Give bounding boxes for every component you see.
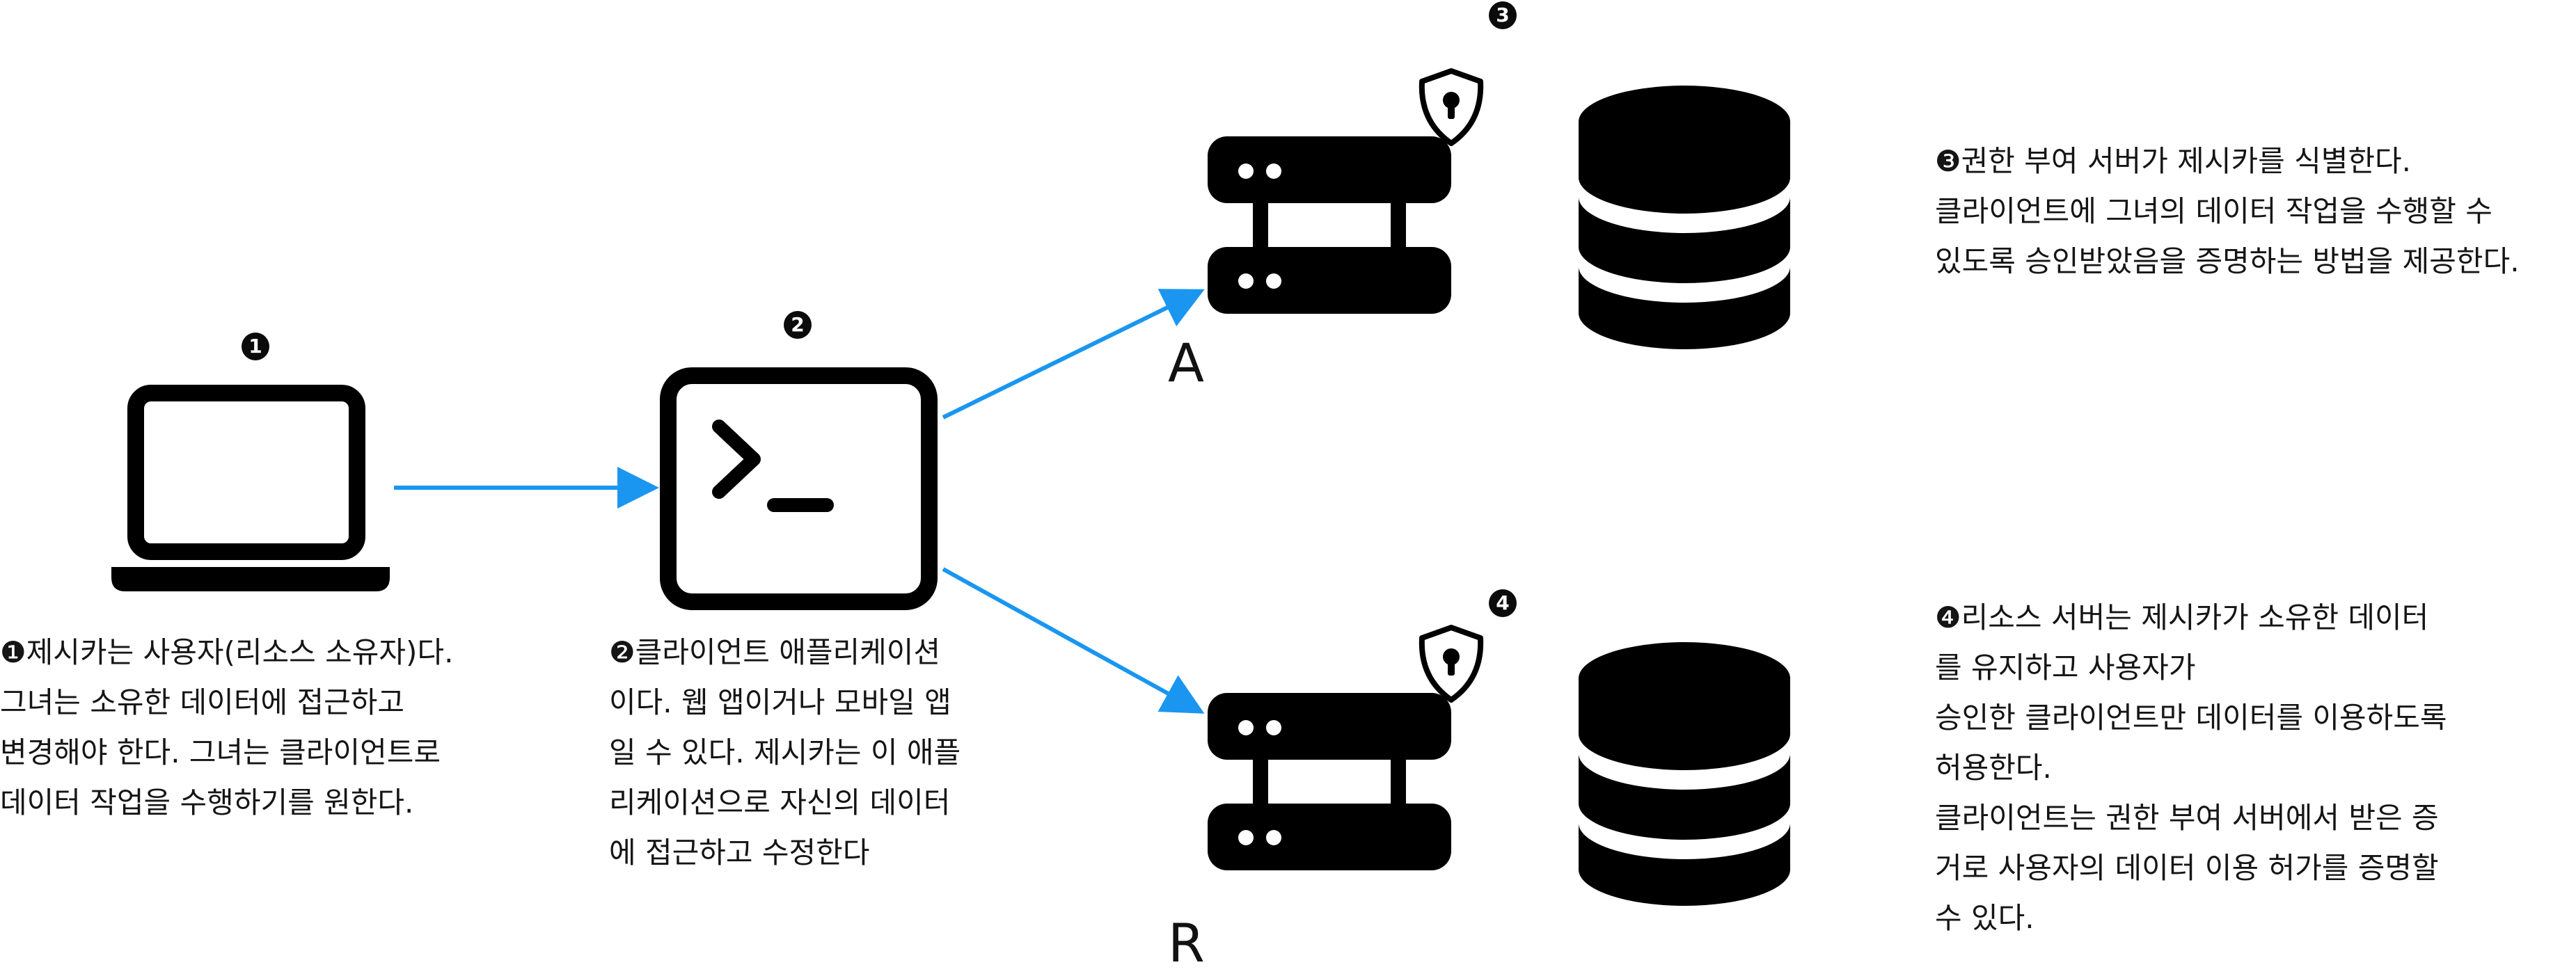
arrow-client-to-resource (942, 567, 1205, 714)
caption-line: 수 있다. (1935, 901, 2034, 935)
step-4-badge: 4 (1489, 589, 1517, 617)
caption-line: 그녀는 소유한 데이터에 접근하고 (0, 685, 405, 719)
caption-line: 데이터 작업을 수행하기를 원한다. (0, 785, 414, 820)
auth-server-label: A (1168, 332, 1204, 394)
auth-server-caption: ❸권한 부여 서버가 제시카를 식별한다. 클라이언트에 그녀의 데이터 작업을… (1935, 136, 2520, 287)
caption-line: 거로 사용자의 데이터 이용 허가를 증명할 (1935, 851, 2439, 885)
shield-lock-icon (1419, 625, 1484, 703)
caption-line: 리케이션으로 자신의 데이터 (609, 785, 951, 820)
caption-line: ❹리소스 서버는 제시카가 소유한 데이터 (1935, 600, 2429, 634)
step-3-badge: 3 (1489, 1, 1517, 29)
caption-line: 허용한다. (1935, 751, 2052, 785)
arrow-client-to-auth (942, 289, 1205, 420)
caption-line: ❶제시카는 사용자(리소스 소유자)다. (0, 635, 454, 669)
caption-line: 를 유지하고 사용자가 (1935, 650, 2196, 685)
resource-server-label: R (1168, 912, 1205, 974)
shield-lock-icon (1419, 68, 1484, 146)
step-1-badge: 1 (242, 333, 269, 360)
caption-line: ❸권한 부여 서버가 제시카를 식별한다. (1935, 144, 2412, 178)
database-icon (1579, 86, 1790, 349)
caption-line: 클라이언트에 그녀의 데이터 작업을 수행할 수 (1935, 194, 2492, 228)
caption-line: 변경해야 한다. 그녀는 클라이언트로 (0, 735, 441, 769)
caption-line: 이다. 웹 앱이거나 모바일 앱 (609, 685, 951, 719)
caption-line: 클라이언트는 권한 부여 서버에서 받은 증 (1935, 801, 2439, 835)
terminal-icon (660, 367, 938, 610)
laptop-icon (111, 385, 390, 591)
caption-line: 있도록 승인받았음을 증명하는 방법을 제공한다. (1935, 244, 2520, 278)
caption-line: 승인한 클라이언트만 데이터를 이용하도록 (1935, 701, 2447, 735)
server-icon (1208, 136, 1451, 314)
caption-line: 에 접근하고 수정한다 (609, 836, 870, 870)
resource-server-caption: ❹리소스 서버는 제시카가 소유한 데이터 를 유지하고 사용자가 승인한 클라… (1935, 593, 2447, 943)
caption-line: ❷클라이언트 애플리케이션 (609, 635, 941, 669)
client-caption: ❷클라이언트 애플리케이션 이다. 웹 앱이거나 모바일 앱 일 수 있다. 제… (609, 628, 961, 878)
caption-line: 일 수 있다. 제시카는 이 애플 (609, 735, 961, 769)
database-icon (1579, 642, 1790, 906)
server-icon (1208, 693, 1451, 870)
step-2-badge: 2 (784, 311, 812, 339)
user-caption: ❶제시카는 사용자(리소스 소유자)다. 그녀는 소유한 데이터에 접근하고 변… (0, 628, 453, 828)
